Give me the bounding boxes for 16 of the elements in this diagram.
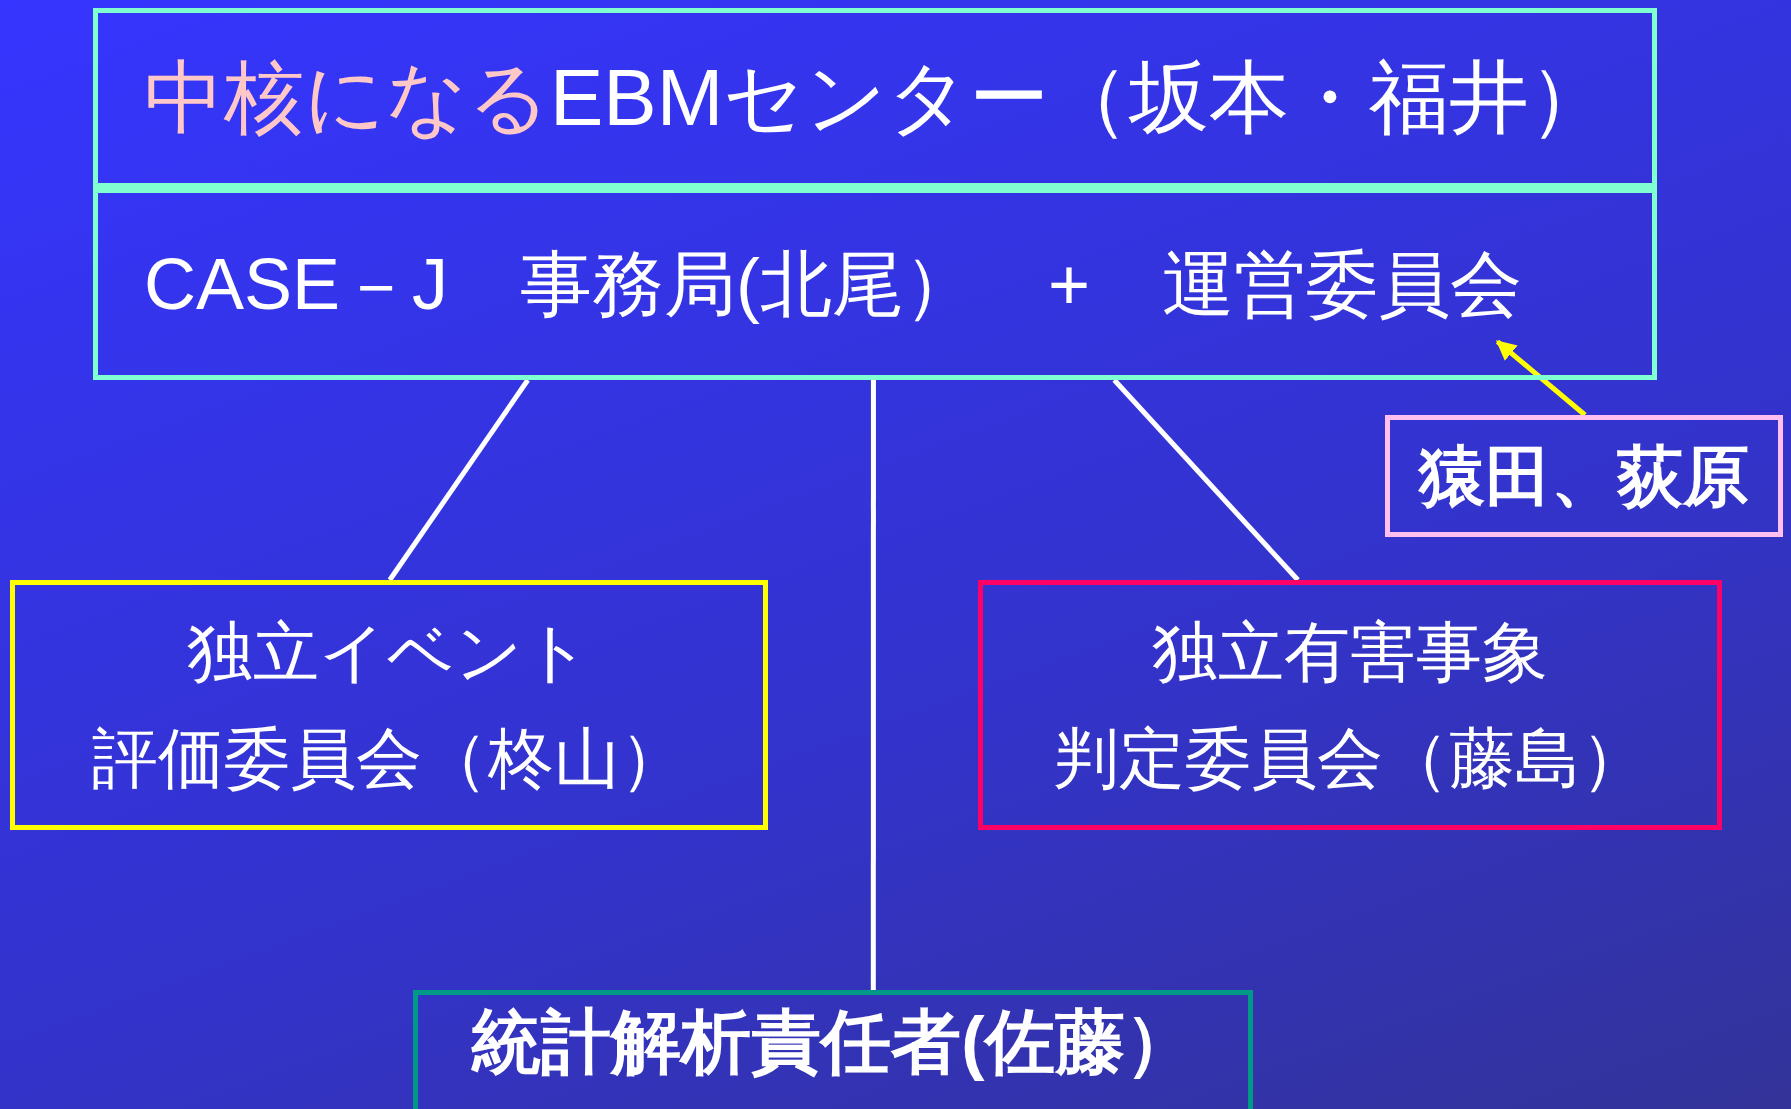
name-box: [1385, 415, 1783, 537]
connector-line: [870, 380, 876, 990]
box-label: 中核になる: [144, 58, 550, 138]
box-label: 判定委員会（藤島）: [1053, 725, 1647, 791]
box-label: EBMセンター（坂本・福井）: [550, 58, 1610, 138]
header-box: [93, 8, 1657, 188]
connector-line: [1112, 378, 1300, 582]
connector-line: [387, 378, 530, 582]
box-label: 独立有害事象: [1152, 619, 1548, 685]
header-box: [93, 188, 1657, 380]
committee-box: [10, 580, 768, 830]
box-label: 独立イベント: [187, 619, 591, 685]
role-box: [413, 990, 1253, 1109]
box-label: 評価委員会（柊山）: [92, 725, 686, 791]
box-label: 猿田、荻原: [1419, 443, 1749, 509]
committee-box: [978, 580, 1722, 830]
